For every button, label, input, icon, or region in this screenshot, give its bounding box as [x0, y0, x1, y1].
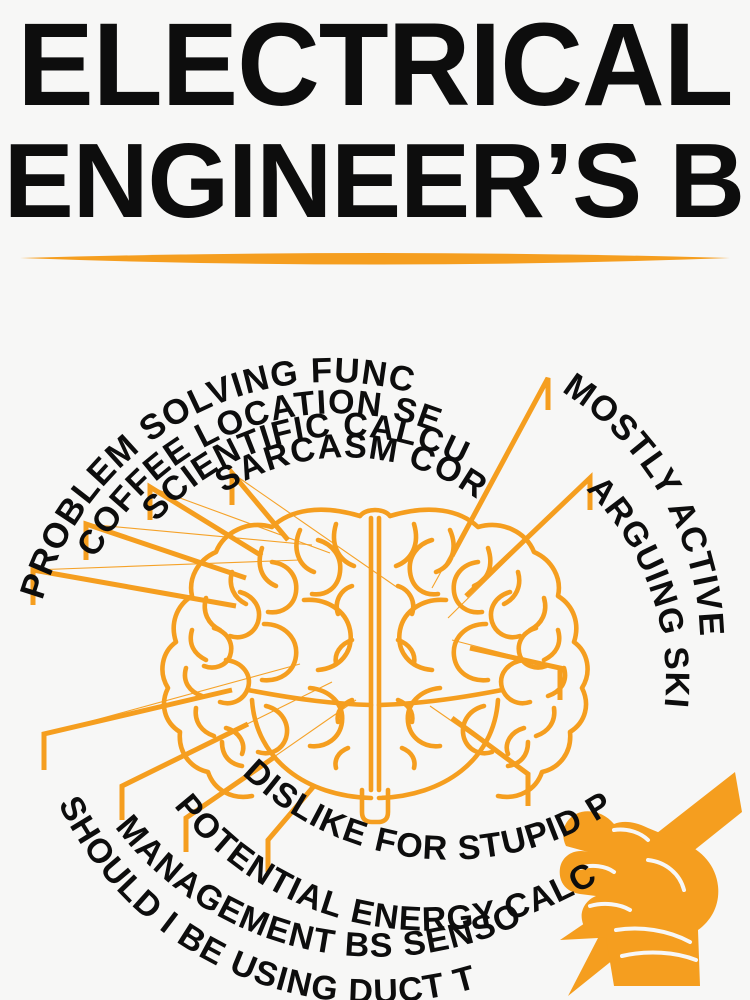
label-group-left: PROBLEM SOLVING FUNCTION COFFEE LOCATION…	[0, 0, 493, 603]
label-mostly-active: MOSTLY ACTIVE	[557, 366, 732, 639]
fist-lightning-icon	[559, 772, 742, 996]
title-line-1: ELECTRICAL	[17, 0, 733, 131]
poster-title: ELECTRICAL ENGINEER’S BRAIN	[0, 0, 750, 240]
divider-rule	[20, 253, 730, 265]
title-line-2: ENGINEER’S BRAIN	[3, 122, 750, 240]
brain-illustration	[160, 507, 590, 825]
